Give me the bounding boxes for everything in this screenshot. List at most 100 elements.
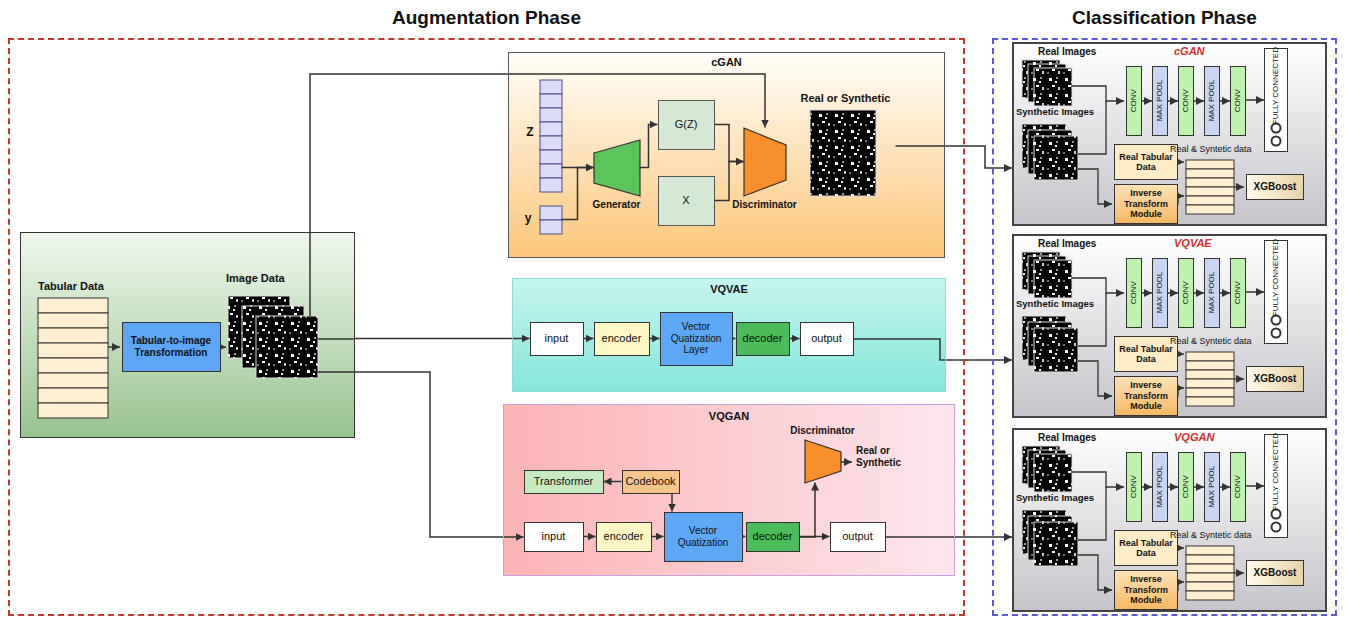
transform-box: Tabular-to-image Transformation <box>122 322 221 372</box>
phase-region: Tabular-to-image Transformation Tabular D… <box>8 38 965 616</box>
node-label: Synthetic Images <box>1016 299 1094 310</box>
node-text: Real Tabular Data <box>1115 152 1177 173</box>
conv-layer: CONV <box>1126 258 1142 328</box>
connector <box>650 338 660 340</box>
conv-layer: CONV <box>1126 66 1142 136</box>
discriminator: Discriminator <box>805 440 841 483</box>
classifier-box: XGBoost <box>1246 560 1304 586</box>
node-text: CONV <box>1181 281 1190 304</box>
node-label: Classification Phase <box>994 7 1335 29</box>
node-label: Real & Syntetic data <box>1170 144 1252 154</box>
node-text: XGBoost <box>1254 567 1297 579</box>
process-box: output <box>830 522 886 552</box>
node-text: Inverse Transform Module <box>1115 188 1177 219</box>
process-box: output <box>800 322 854 356</box>
output-image: Real or Synthetic <box>796 92 896 200</box>
node-text: XGBoost <box>1254 181 1297 193</box>
tabular-data-stack <box>38 343 108 358</box>
process-box: Codebook <box>622 470 680 494</box>
node-label: y <box>525 212 532 226</box>
connector <box>355 338 530 340</box>
panel-fill <box>503 404 955 576</box>
node-text: output <box>811 332 842 345</box>
connector <box>604 481 622 483</box>
noise-vector-cells <box>540 206 562 220</box>
node-text: FULLY CONNECTED <box>1271 239 1280 316</box>
node-label: VQVAE <box>513 283 945 296</box>
connector <box>1142 100 1152 102</box>
generator: Generator <box>594 140 640 196</box>
node-text: MAX POOL <box>1155 466 1164 508</box>
flow-line <box>108 346 120 348</box>
node-label: Discriminator <box>773 425 873 437</box>
connector <box>671 494 673 512</box>
tabular-data-stack <box>38 403 108 418</box>
node-label: Tabular Data <box>38 280 104 293</box>
label-vector: y <box>540 206 562 234</box>
input-panel: Tabular-to-image Transformation Tabular D… <box>20 232 355 438</box>
node-text: FULLY CONNECTED <box>1271 433 1280 510</box>
connector <box>1194 486 1204 488</box>
node-label: Real & Syntetic data <box>1170 336 1252 346</box>
flow-line <box>108 232 852 462</box>
image-data-stack <box>256 316 318 378</box>
node-text: MAX POOL <box>1155 272 1164 314</box>
process-box: encoder <box>596 522 652 552</box>
process-box: input <box>524 522 584 552</box>
data-box: Real Tabular Data <box>1114 144 1178 180</box>
connector <box>1220 292 1230 294</box>
node-text: Transformer <box>534 475 594 488</box>
connector <box>310 74 765 232</box>
node-text: CONV <box>1129 89 1138 112</box>
node-text: CONV <box>1181 475 1190 498</box>
node-text: Inverse Transform Module <box>1115 380 1177 411</box>
node-label: Synthetic Images <box>1016 493 1094 504</box>
noise-vector-cells <box>540 136 562 150</box>
model-panel: ZyGeneratorG(Z)XDiscriminatorReal or Syn… <box>508 52 945 258</box>
connector <box>1168 486 1178 488</box>
connector <box>584 338 594 340</box>
node-label: Real Images <box>1038 432 1096 444</box>
generator-shape <box>594 140 640 196</box>
node-label: Z <box>526 126 533 140</box>
dense-layer: FULLY CONNECTED <box>1264 240 1288 344</box>
node-label: Generator <box>572 199 662 211</box>
node-label: cGAN <box>1174 45 1205 58</box>
noise-vector-cells <box>540 94 562 108</box>
annotation-label: Real or Synthetic <box>856 445 916 468</box>
node-text: Vector Quatization Layer <box>661 321 732 356</box>
connector <box>1246 485 1264 487</box>
transform-box: Inverse Transform Module <box>1114 184 1178 224</box>
connector <box>584 536 596 538</box>
node-text: CONV <box>1181 89 1190 112</box>
classifier-panel: CONV MAX POOL CONV MAX POOL CONV FULLY CONNEC… <box>1012 428 1327 612</box>
conv-layer: CONV <box>1230 452 1246 522</box>
node-text: Inverse Transform Module <box>1115 574 1177 605</box>
noise-vector-cells <box>540 178 562 192</box>
classifier-panel: CONVMAX POOLCONVMAX POOLCONVFULLY CONNEC… <box>1012 42 1327 226</box>
node-text: MAX POOL <box>1207 466 1216 508</box>
panel-fill <box>1012 428 1327 612</box>
classifier-panel: CONVMAX POOLCONVMAX POOLCONVFULLY CONNEC… <box>1012 234 1327 418</box>
node-text: input <box>545 332 569 345</box>
connector <box>1194 100 1204 102</box>
image-data-stack <box>228 296 318 378</box>
process-box: encoder <box>594 322 650 356</box>
node-label: Image Data <box>226 272 285 285</box>
connector <box>355 372 524 537</box>
node-text: encoder <box>602 332 642 345</box>
noise-vector: Z <box>540 80 562 192</box>
node-text: CONV <box>1129 281 1138 304</box>
panel-fill <box>1012 42 1327 226</box>
node-text: decoder <box>743 332 783 345</box>
conv-layer: CONV <box>1178 258 1194 328</box>
pool-layer: MAX POOL <box>1152 258 1168 328</box>
flow-line <box>318 338 355 340</box>
conv-layer: CONV <box>1126 452 1142 522</box>
conv-layer: CONV <box>1178 66 1194 136</box>
tabular-data-stack <box>38 358 108 373</box>
noise-vector-cells <box>540 108 562 122</box>
connector <box>1142 486 1152 488</box>
connector <box>640 125 658 168</box>
